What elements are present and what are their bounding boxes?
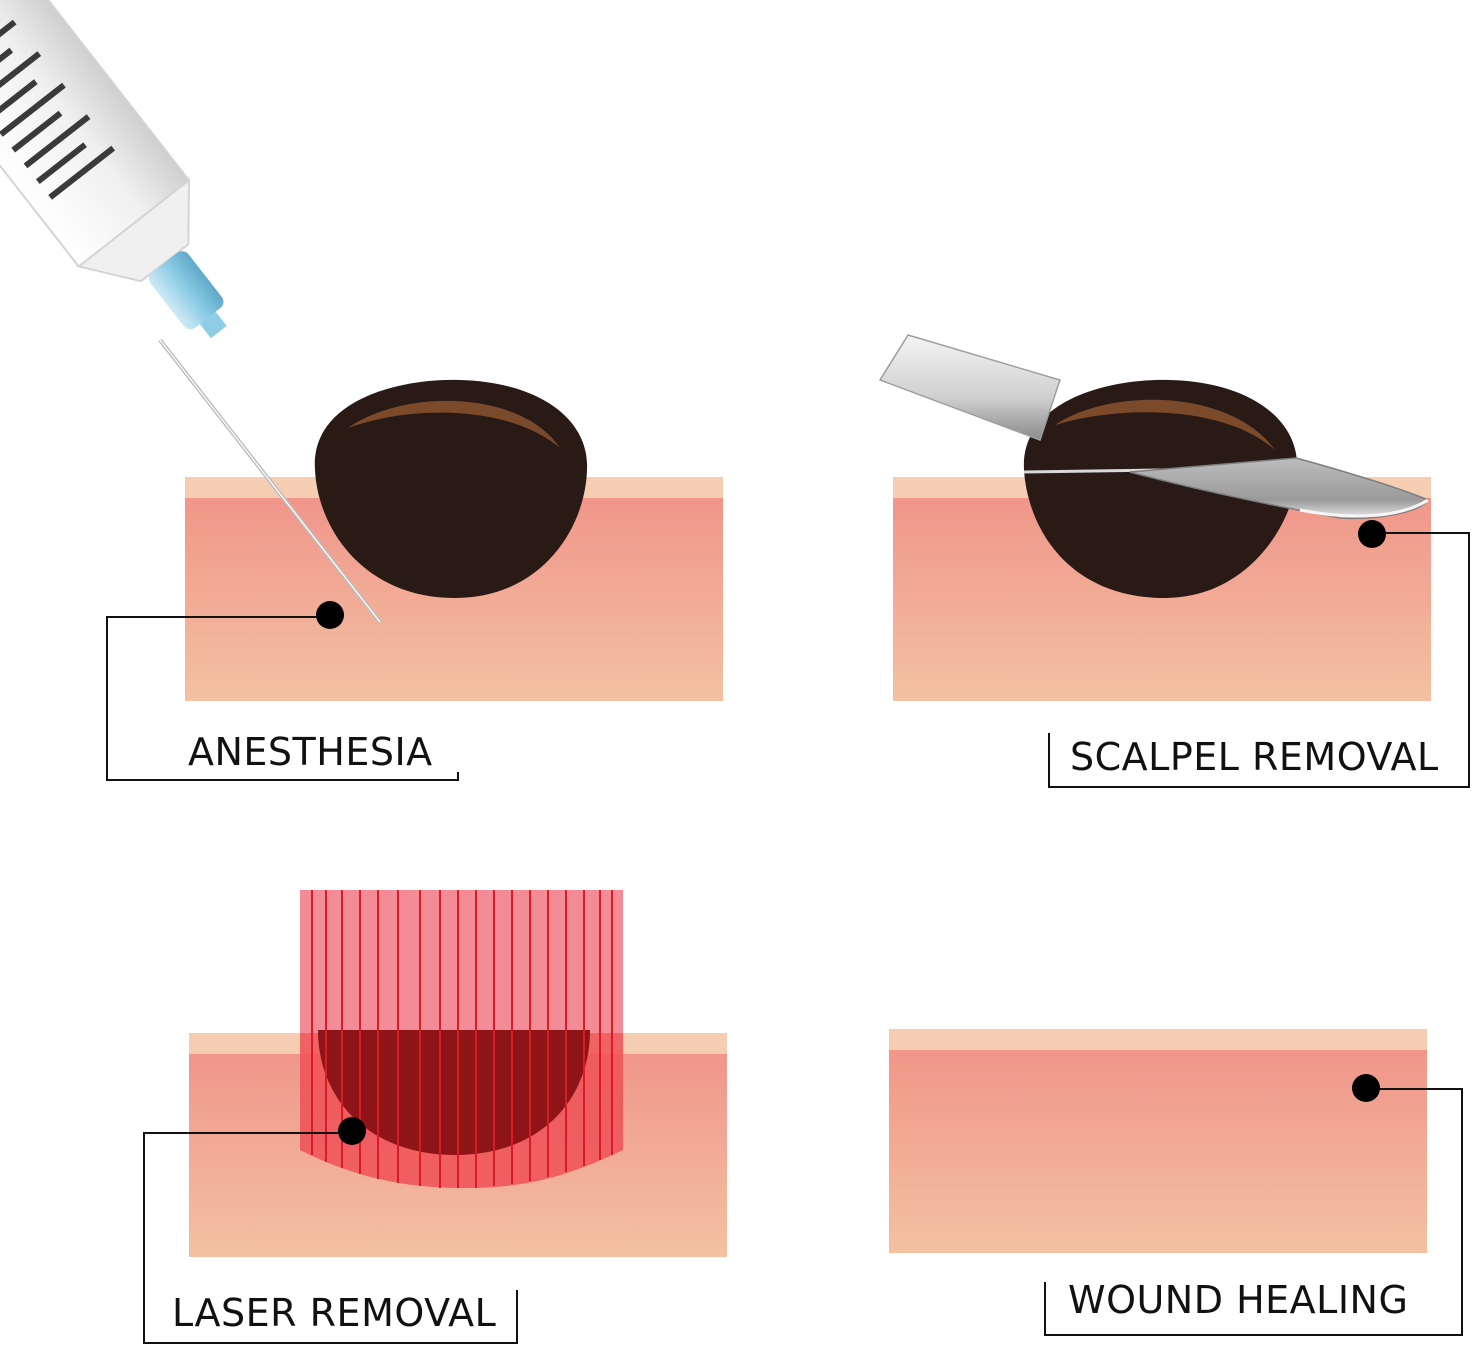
label-laser-removal: LASER REMOVAL [172, 1291, 496, 1335]
skin-icon [889, 1029, 1427, 1253]
label-scalpel-removal: SCALPEL REMOVAL [1070, 735, 1439, 779]
scalpel-icon [878, 334, 1430, 520]
panel-scalpel-removal: SCALPEL REMOVAL [878, 334, 1470, 788]
callout-scalpel: SCALPEL REMOVAL [1048, 520, 1470, 788]
mole [1023, 379, 1298, 598]
callout-dot [1352, 1074, 1380, 1102]
callout-laser: LASER REMOVAL [143, 1117, 518, 1344]
callout-anesthesia: ANESTHESIA [106, 601, 459, 781]
callout-healing: WOUND HEALING [1044, 1074, 1463, 1336]
syringe-icon [0, 0, 382, 624]
laser-icon [300, 890, 623, 1188]
callout-dot [1358, 520, 1386, 548]
callout-dot [316, 601, 344, 629]
mole-treated [318, 1030, 590, 1155]
label-anesthesia: ANESTHESIA [188, 730, 433, 774]
panel-laser-removal: LASER REMOVAL [143, 890, 727, 1344]
callout-dot [338, 1117, 366, 1145]
panel-wound-healing: WOUND HEALING [889, 1029, 1463, 1336]
label-wound-healing: WOUND HEALING [1068, 1278, 1408, 1322]
panel-anesthesia: ANESTHESIA [0, 0, 723, 781]
mole [314, 379, 588, 598]
